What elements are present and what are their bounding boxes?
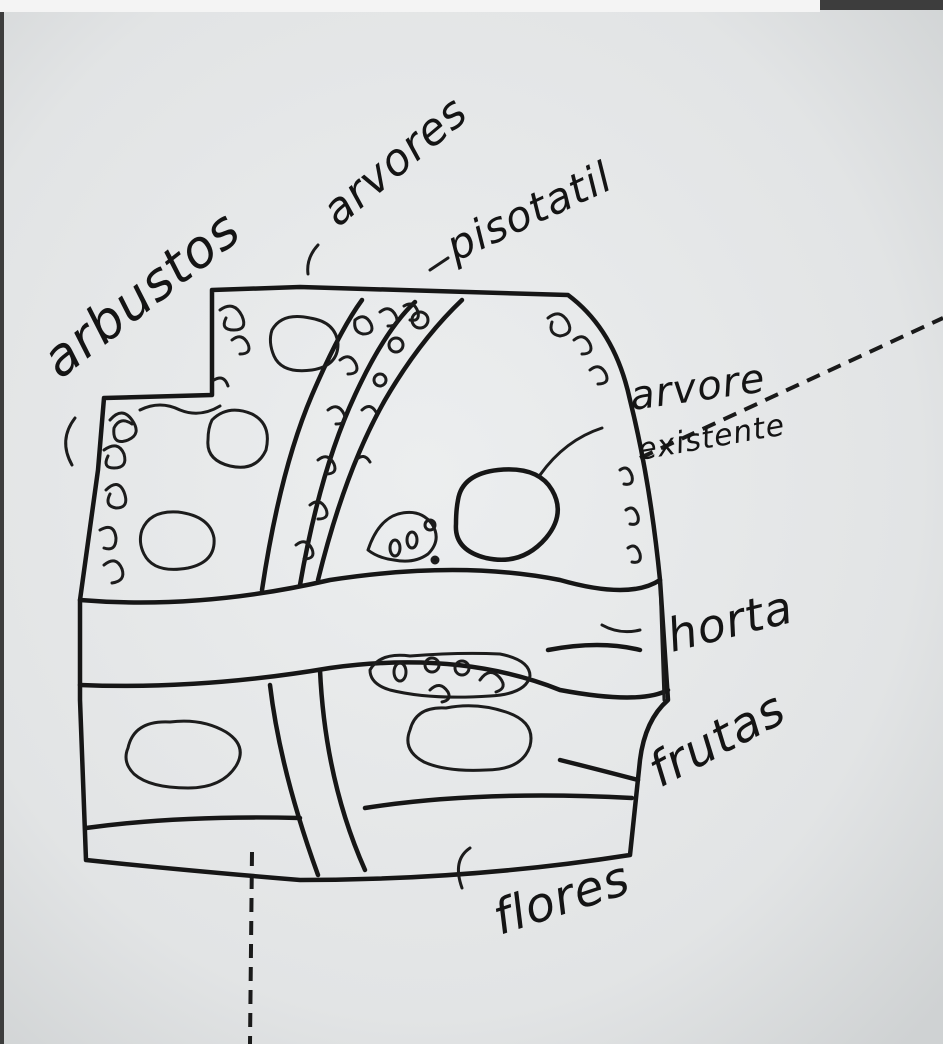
dashed-line-bottom [250, 852, 252, 1044]
top-strip [0, 0, 820, 12]
